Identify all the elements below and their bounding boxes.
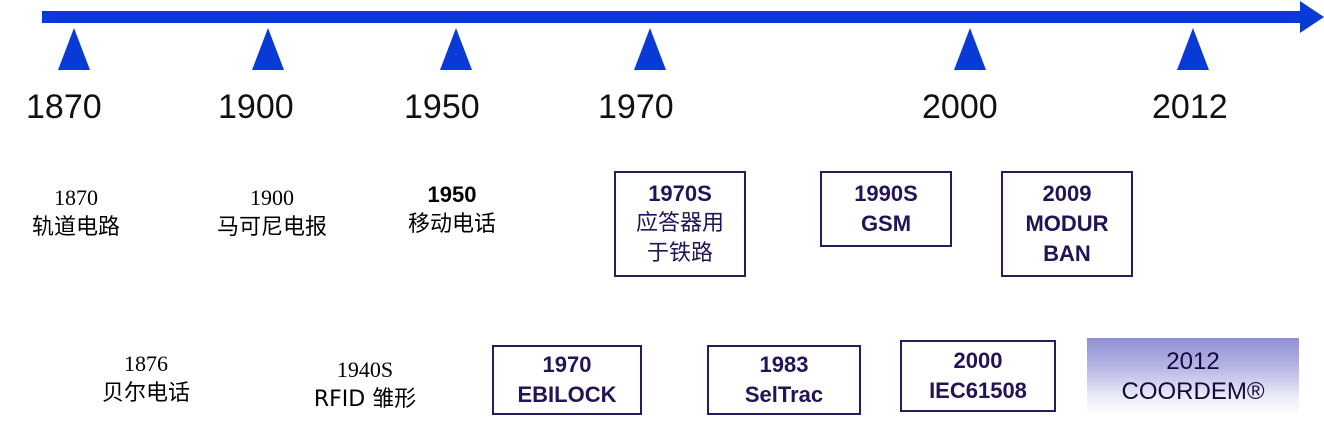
timeline-marker-1870	[58, 28, 90, 70]
event-year: 1900	[250, 185, 294, 210]
event-highlight-year: 2012	[1166, 348, 1220, 375]
event-box-line: MODUR	[1025, 211, 1109, 236]
event-year: 1940S	[336, 357, 394, 382]
event-box-year: 1970	[542, 352, 592, 377]
year-label-2000: 2000	[922, 88, 998, 126]
event-highlight-2012-coordem: 2012 COORDEM®	[1087, 338, 1299, 416]
timeline-marker-1900	[252, 28, 284, 70]
event-box-1983-seltrac: 1983 SelTrac	[707, 345, 861, 415]
event-1900-marconi-telegraph: 1900 马可尼电报	[190, 183, 354, 243]
event-1870-track-circuit: 1870 轨道电路	[14, 183, 138, 243]
event-box-year: 2000	[953, 348, 1003, 373]
event-text: 移动电话	[407, 212, 496, 237]
year-label-1870: 1870	[26, 88, 102, 126]
event-text: RFID 雏形	[313, 387, 417, 412]
event-1940s-rfid-prototype: 1940S RFID 雏形	[290, 355, 440, 415]
event-year: 1950	[427, 182, 477, 207]
event-year: 1876	[124, 351, 168, 376]
event-box-1970s-balise: 1970S 应答器用 于铁路	[614, 171, 746, 277]
event-box-line: 应答器用	[635, 211, 724, 236]
year-label-1950: 1950	[404, 88, 480, 126]
timeline-arrowhead	[1300, 1, 1324, 33]
timeline-marker-2000	[954, 28, 986, 70]
event-box-line: EBILOCK	[517, 382, 617, 407]
event-text: 马可尼电报	[216, 215, 327, 240]
event-box-year: 1970S	[648, 181, 712, 206]
event-text: 贝尔电话	[101, 381, 190, 406]
event-box-year: 1990S	[854, 181, 918, 206]
timeline-marker-1970	[634, 28, 666, 70]
timeline-marker-1950	[440, 28, 472, 70]
year-label-2012: 2012	[1152, 88, 1228, 126]
event-box-1970-ebilock: 1970 EBILOCK	[492, 345, 642, 415]
year-label-1900: 1900	[218, 88, 294, 126]
event-box-line: IEC61508	[929, 378, 1027, 403]
event-text: 轨道电路	[31, 215, 120, 240]
event-box-line: SelTrac	[744, 382, 824, 407]
year-label-1970: 1970	[598, 88, 674, 126]
event-box-year: 2009	[1042, 181, 1092, 206]
event-box-year: 1983	[759, 352, 809, 377]
event-box-line: GSM	[860, 211, 912, 236]
event-1876-bell-telephone: 1876 贝尔电话	[78, 349, 214, 409]
event-1950-mobile-phone: 1950 移动电话	[386, 180, 518, 240]
event-box-2000-iec61508: 2000 IEC61508	[900, 340, 1056, 412]
event-box-line: 于铁路	[646, 241, 713, 266]
event-box-2009-modurban: 2009 MODUR BAN	[1001, 171, 1133, 277]
event-box-1990s-gsm: 1990S GSM	[820, 171, 952, 247]
event-highlight-text: COORDEM®	[1121, 378, 1265, 405]
timeline-bar	[42, 11, 1304, 23]
timeline-marker-2012	[1177, 28, 1209, 70]
event-year: 1870	[54, 185, 98, 210]
event-box-line: BAN	[1043, 241, 1091, 266]
